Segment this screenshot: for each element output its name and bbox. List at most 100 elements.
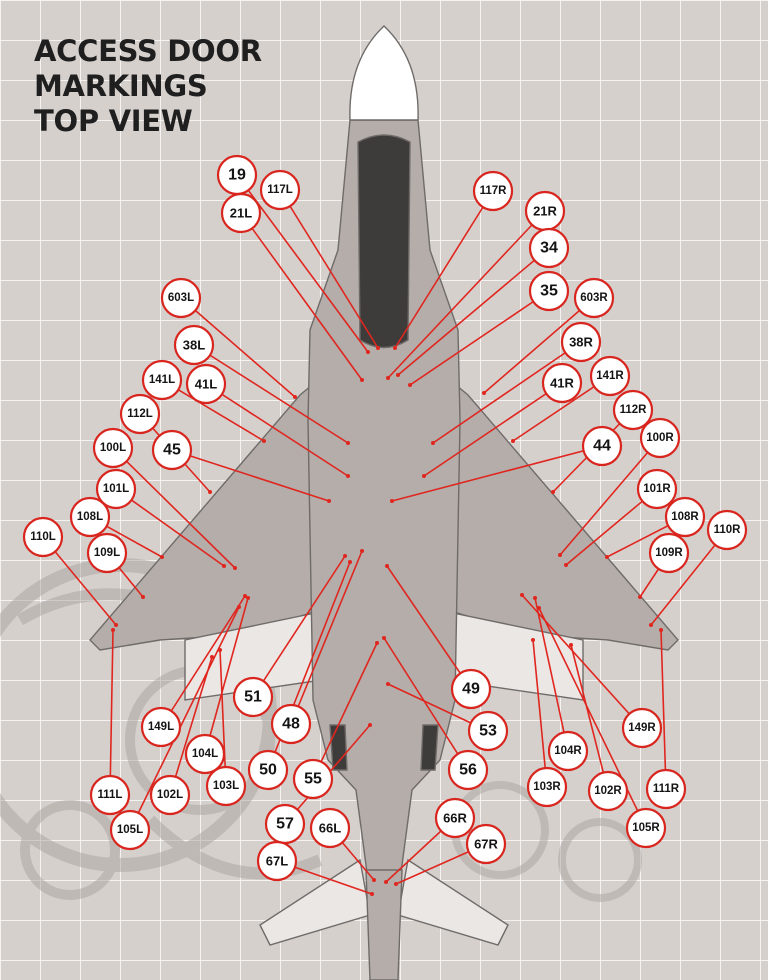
callout-circle-101r xyxy=(636,468,678,510)
callout-100l: 100L xyxy=(92,427,134,469)
callout-38r: 38R xyxy=(560,321,602,363)
callout-label-48: 48 xyxy=(282,716,300,733)
callout-102l: 102L xyxy=(149,774,191,816)
callout-label-53: 53 xyxy=(479,723,497,740)
callout-circle-104r xyxy=(547,730,589,772)
callout-circle-603l xyxy=(160,277,202,319)
leader-line-56 xyxy=(383,637,469,771)
callout-label-108r: 108R xyxy=(671,511,699,523)
callout-circle-109l xyxy=(86,532,128,574)
callout-603l: 603L xyxy=(160,277,202,319)
leader-line-105l xyxy=(129,606,240,831)
leader-line-45 xyxy=(171,449,330,502)
callout-149r: 149R xyxy=(621,707,663,749)
target-dot-100r xyxy=(558,553,562,557)
leader-line-41r xyxy=(423,382,563,477)
callout-label-111r: 111R xyxy=(653,783,680,795)
leader-line-103l xyxy=(219,649,227,787)
callout-label-112r: 112R xyxy=(620,404,648,416)
callout-label-603l: 603L xyxy=(168,292,194,304)
callout-circle-111r xyxy=(645,768,687,810)
callout-102r: 102R xyxy=(587,770,629,812)
target-dot-111l xyxy=(111,628,115,632)
target-dot-108l xyxy=(160,555,164,559)
callout-45: 45 xyxy=(151,429,193,471)
title-line-1: ACCESS DOOR xyxy=(34,34,262,68)
callout-circle-103r xyxy=(526,766,568,808)
callout-149l: 149L xyxy=(140,706,182,748)
aircraft-top-view xyxy=(89,25,679,980)
target-dot-67l xyxy=(370,892,374,896)
callout-circle-101l xyxy=(95,468,137,510)
left-exhaust xyxy=(329,724,348,771)
callout-circle-41l xyxy=(185,363,227,405)
target-dot-19 xyxy=(366,350,370,354)
callout-label-104r: 104R xyxy=(554,745,582,757)
callout-circle-38r xyxy=(560,321,602,363)
leader-line-41l xyxy=(205,383,349,477)
callout-66l: 66L xyxy=(309,807,351,849)
callout-label-38l: 38L xyxy=(183,338,205,353)
leader-line-149r xyxy=(521,594,643,729)
callout-label-51: 51 xyxy=(244,689,262,706)
target-dot-104l xyxy=(246,596,250,600)
leader-line-110r xyxy=(650,529,728,626)
callout-109r: 109R xyxy=(648,532,690,574)
leader-line-111r xyxy=(660,629,667,790)
callout-circle-66r xyxy=(434,797,476,839)
leader-line-21l xyxy=(240,212,363,381)
callout-label-103r: 103R xyxy=(533,781,561,793)
leader-line-105r xyxy=(538,607,647,829)
callout-603r: 603R xyxy=(573,277,615,319)
callout-51: 51 xyxy=(232,676,274,718)
callout-41r: 41R xyxy=(541,362,583,404)
callout-circle-103l xyxy=(205,765,247,807)
callout-circle-38l xyxy=(173,324,215,366)
callout-19: 19 xyxy=(216,154,258,196)
target-dot-117l xyxy=(376,346,380,350)
leader-line-101l xyxy=(115,488,225,567)
callout-label-141r: 141R xyxy=(596,370,624,382)
callout-label-117r: 117R xyxy=(480,185,508,197)
title-line-2: MARKINGS xyxy=(34,69,208,103)
callout-label-66l: 66L xyxy=(319,821,341,836)
callout-label-101r: 101R xyxy=(643,483,671,495)
target-dot-141l xyxy=(262,439,266,443)
callout-circle-41r xyxy=(541,362,583,404)
callout-100r: 100R xyxy=(639,417,681,459)
callout-label-109r: 109R xyxy=(655,547,683,559)
target-dot-51 xyxy=(343,554,347,558)
callout-label-108l: 108L xyxy=(77,511,103,523)
callout-label-102l: 102L xyxy=(157,789,183,801)
callout-label-110r: 110R xyxy=(714,524,742,536)
callout-label-19: 19 xyxy=(228,167,246,184)
target-dot-35 xyxy=(408,383,412,387)
callout-41l: 41L xyxy=(185,363,227,405)
target-dot-149l xyxy=(243,594,247,598)
target-dot-101l xyxy=(222,564,226,568)
leader-line-149l xyxy=(160,595,246,728)
callout-label-67r: 67R xyxy=(474,837,498,852)
page-title: ACCESS DOOR MARKINGS TOP VIEW xyxy=(34,34,262,139)
callout-label-100l: 100L xyxy=(100,442,126,454)
callout-105l: 105L xyxy=(109,809,151,851)
target-dot-67r xyxy=(394,882,398,886)
callout-label-149r: 149R xyxy=(628,722,656,734)
callout-circle-149r xyxy=(621,707,663,749)
callout-label-102r: 102R xyxy=(594,785,622,797)
callout-21r: 21R xyxy=(524,190,566,232)
target-dot-109l xyxy=(141,595,145,599)
callout-circle-55 xyxy=(292,758,334,800)
callout-53: 53 xyxy=(467,710,509,752)
leader-line-603l xyxy=(180,297,296,398)
callout-103r: 103R xyxy=(526,766,568,808)
callout-104l: 104L xyxy=(184,733,226,775)
callout-circle-112l xyxy=(119,393,161,435)
callout-141l: 141L xyxy=(141,359,183,401)
callout-34: 34 xyxy=(528,227,570,269)
callout-circle-53 xyxy=(467,710,509,752)
callout-108l: 108L xyxy=(69,496,111,538)
target-dot-104r xyxy=(533,596,537,600)
callout-label-117l: 117L xyxy=(267,184,293,196)
